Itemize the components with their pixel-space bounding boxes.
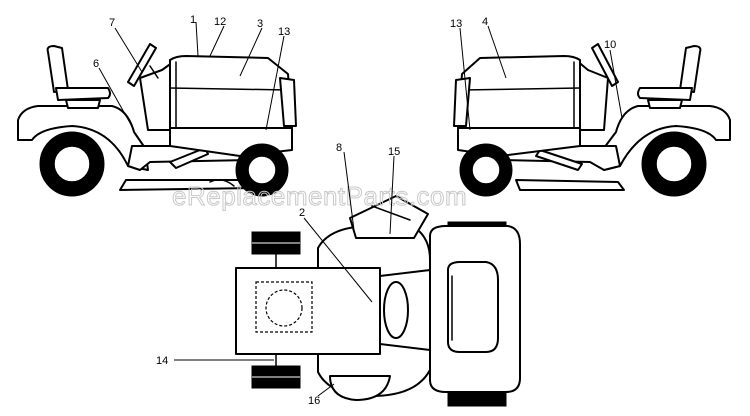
- left-seat-back: [46, 45, 69, 93]
- top-dash-disc: [383, 281, 409, 339]
- callout-13-left: 13: [278, 26, 290, 38]
- callout-12: 12: [214, 16, 226, 28]
- right-seat-cushion: [637, 87, 693, 101]
- left-rear-hub: [53, 145, 91, 183]
- top-hood-decal-area: [255, 281, 313, 333]
- callout-1: 1: [190, 14, 196, 26]
- left-steering-wheel: [127, 43, 157, 87]
- right-side-view-mower: [453, 43, 731, 197]
- watermark-text: eReplacementParts.com: [172, 181, 467, 211]
- left-brake-pedal: [169, 147, 209, 169]
- right-brake-pedal: [535, 149, 583, 171]
- top-hood: [235, 267, 381, 355]
- right-seat-back: [679, 45, 702, 93]
- callout-15: 15: [388, 146, 400, 158]
- callout-6: 6: [93, 58, 99, 70]
- callout-16: 16: [308, 395, 320, 407]
- left-side-view-mower: [17, 43, 297, 197]
- top-discharge-chute: [349, 195, 429, 239]
- right-rear-hub: [655, 145, 693, 183]
- right-hood: [457, 55, 581, 131]
- callout-7: 7: [109, 17, 115, 29]
- callout-labels: 1 12 7 3 13 6 13 4 10 8 15 2 14 16: [93, 14, 616, 407]
- top-deck-blower: [329, 375, 391, 401]
- top-seat: [447, 261, 499, 353]
- right-steering-wheel: [591, 43, 619, 87]
- left-seat-support: [65, 99, 101, 109]
- callout-3: 3: [257, 18, 263, 30]
- right-mower-deck: [515, 179, 625, 191]
- callout-2: 2: [299, 207, 305, 219]
- left-grille: [279, 77, 297, 127]
- left-seat-cushion: [55, 87, 111, 101]
- leader-lines: [98, 21, 623, 397]
- callout-8: 8: [336, 142, 342, 154]
- callout-4: 4: [482, 16, 488, 28]
- top-view-mower: [235, 195, 521, 407]
- callout-14: 14: [156, 355, 168, 367]
- right-seat-support: [647, 99, 683, 109]
- left-hood: [169, 55, 293, 131]
- right-front-hub: [471, 155, 501, 185]
- left-front-hub: [247, 155, 277, 185]
- callout-13-right: 13: [450, 18, 462, 30]
- callout-10: 10: [604, 39, 616, 51]
